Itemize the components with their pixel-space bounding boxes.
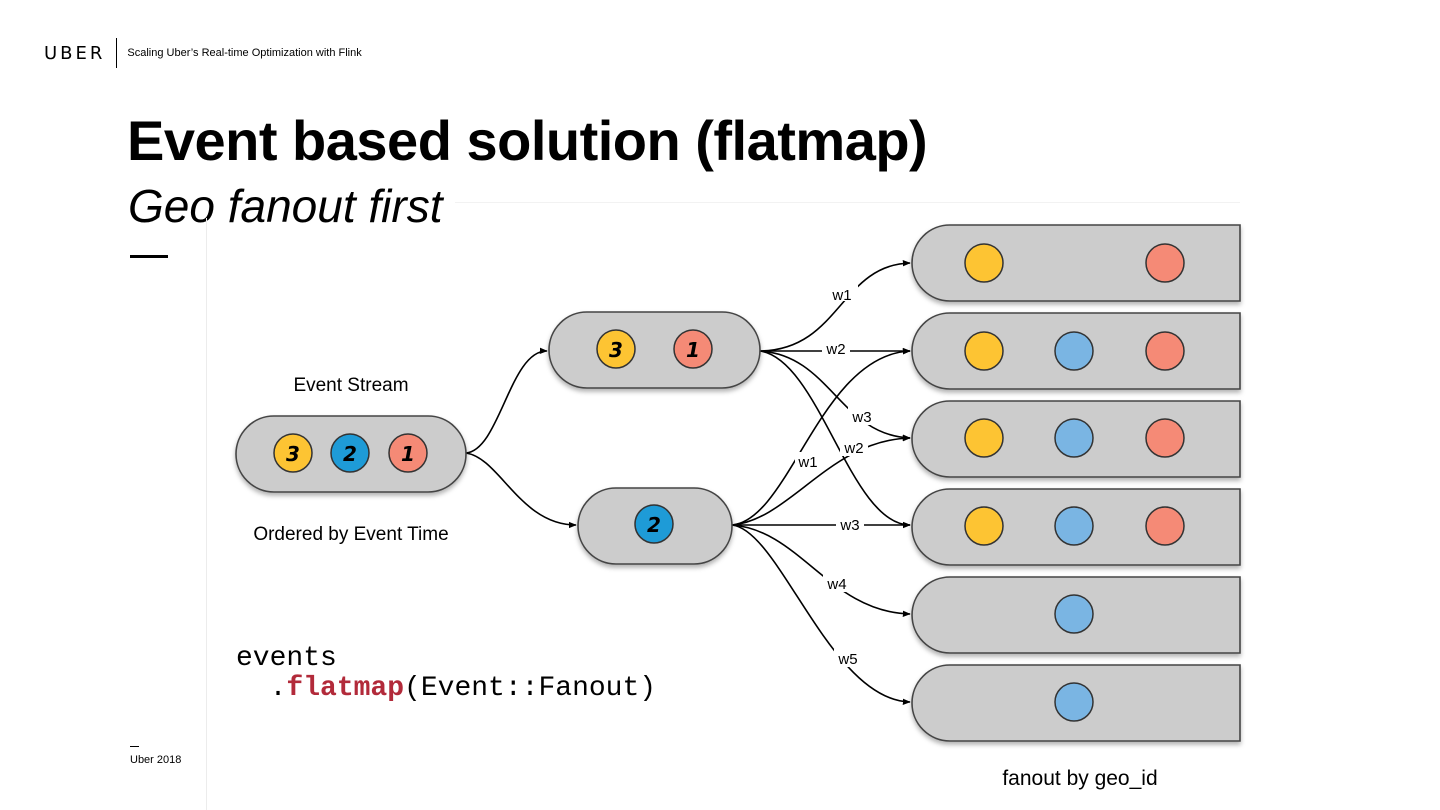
lower-group: 2 bbox=[577, 487, 733, 565]
geo3-blue bbox=[1054, 418, 1094, 458]
edge-lower-w4 bbox=[731, 524, 911, 618]
edge-stream-lower bbox=[465, 452, 577, 529]
upper-circle-3 bbox=[596, 329, 636, 369]
code-method: flatmap bbox=[286, 673, 405, 704]
title-underline bbox=[130, 255, 168, 258]
geo2-salmon bbox=[1145, 331, 1185, 371]
edge-label-w1-top: w1 bbox=[831, 287, 851, 304]
geo6-blue bbox=[1054, 682, 1094, 722]
slide-title: Event based solution (flatmap) bbox=[127, 109, 928, 172]
geo3-salmon bbox=[1145, 418, 1185, 458]
deck-title: Scaling Uber’s Real-time Optimization wi… bbox=[127, 47, 362, 59]
stream-group: 3 2 1 Event Stream Ordered by Event Time bbox=[235, 375, 467, 545]
code-snippet: events .flatmap(Event::Fanout) bbox=[236, 644, 656, 704]
geo1-yellow bbox=[964, 243, 1004, 283]
edge-upper-w1 bbox=[759, 260, 911, 352]
uber-logo: UBER bbox=[44, 42, 106, 64]
geo2-yellow bbox=[964, 331, 1004, 371]
geo-pill-1 bbox=[911, 224, 1241, 302]
edge-lower-w1 bbox=[731, 348, 911, 526]
guide-line-horizontal bbox=[455, 202, 1240, 203]
lower-circle-2 bbox=[634, 504, 674, 544]
event-circle-3 bbox=[273, 433, 313, 473]
geo1-salmon bbox=[1145, 243, 1185, 283]
header-divider bbox=[116, 38, 118, 68]
geo4-salmon bbox=[1145, 506, 1185, 546]
geo5-blue bbox=[1054, 594, 1094, 634]
event-circle-1 bbox=[388, 433, 428, 473]
event-stream-label: Event Stream bbox=[293, 375, 408, 396]
upper-group: 3 1 bbox=[548, 311, 761, 389]
code-dot: . bbox=[269, 673, 287, 704]
event-number-2: 2 bbox=[343, 442, 357, 466]
lower-number-2: 2 bbox=[647, 513, 661, 537]
edge-label-w2-b: w2 bbox=[843, 440, 863, 457]
edge-label-w3: w3 bbox=[851, 409, 871, 426]
edges bbox=[465, 260, 911, 706]
edge-label-w1: w1 bbox=[797, 454, 817, 471]
guide-line-vertical bbox=[206, 218, 207, 810]
geo-pills bbox=[911, 224, 1241, 742]
slide-subtitle: Geo fanout first bbox=[128, 180, 443, 232]
edge-label-w3-b: w3 bbox=[839, 517, 859, 534]
edge-labels: w1 w2 w3 w1 w2 w3 w4 w5 bbox=[795, 283, 876, 668]
geo2-blue bbox=[1054, 331, 1094, 371]
geo3-yellow bbox=[964, 418, 1004, 458]
code-line-1: events bbox=[236, 643, 337, 674]
event-circle-2 bbox=[330, 433, 370, 473]
ordered-label: Ordered by Event Time bbox=[253, 524, 448, 545]
edge-upper-w4 bbox=[759, 350, 911, 529]
upper-circle-1 bbox=[673, 329, 713, 369]
event-number-3: 3 bbox=[286, 442, 300, 466]
fanout-label: fanout by geo_id bbox=[1002, 767, 1157, 790]
edge-lower-w5 bbox=[731, 524, 911, 706]
geo-circles bbox=[964, 243, 1185, 722]
edge-label-w4: w4 bbox=[826, 576, 846, 593]
code-args: (Event::Fanout) bbox=[404, 673, 657, 704]
slide-header: UBER Scaling Uber’s Real-time Optimizati… bbox=[44, 38, 362, 68]
geo4-yellow bbox=[964, 506, 1004, 546]
edge-upper-w3 bbox=[759, 350, 911, 441]
geo4-blue bbox=[1054, 506, 1094, 546]
edge-stream-upper bbox=[465, 347, 548, 454]
edge-lower-w2 bbox=[731, 434, 911, 526]
footer-text: Uber 2018 bbox=[130, 754, 182, 766]
edge-label-w2: w2 bbox=[825, 341, 845, 358]
event-number-1: 1 bbox=[401, 442, 415, 466]
footer-dash bbox=[130, 746, 139, 747]
edge-label-w5: w5 bbox=[837, 651, 857, 668]
upper-pill bbox=[548, 311, 761, 389]
upper-number-1: 1 bbox=[686, 338, 700, 362]
upper-number-3: 3 bbox=[609, 338, 623, 362]
